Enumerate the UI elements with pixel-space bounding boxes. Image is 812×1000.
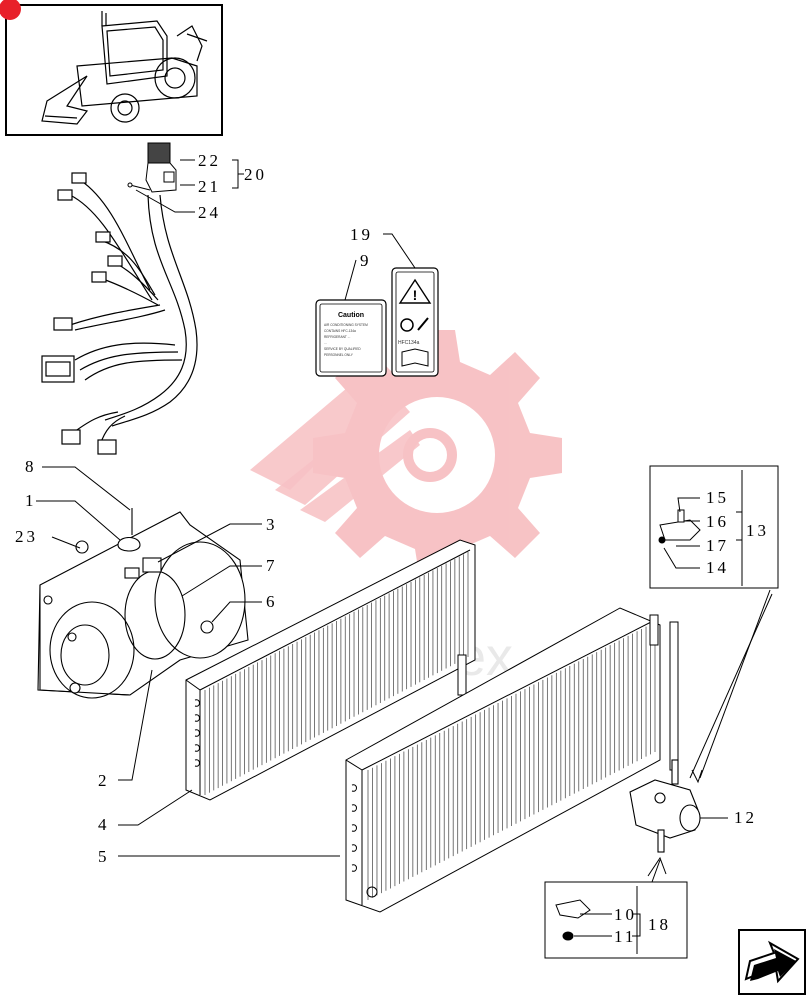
evaporator-core-5[interactable] bbox=[345, 607, 679, 913]
callout-21[interactable]: 21 bbox=[198, 177, 221, 196]
decal-caution-line: AIR CONDITIONING SYSTEM bbox=[324, 323, 368, 327]
relay-assembly[interactable] bbox=[127, 142, 177, 193]
decal-caution-line: SERVICE BY QUALIFIED bbox=[324, 347, 361, 351]
callout-12[interactable]: 12 bbox=[734, 808, 757, 827]
decal-warning-label: HFC134a bbox=[398, 340, 420, 346]
decal-caution-line: CONTAINS HFC-134a bbox=[324, 329, 356, 333]
blower-housing[interactable] bbox=[37, 508, 249, 699]
callout-3[interactable]: 3 bbox=[266, 515, 278, 534]
decal-caution-title: Caution bbox=[338, 312, 364, 319]
watermark-gear-logo bbox=[250, 330, 562, 580]
backhoe-loader-thumbnail bbox=[41, 11, 208, 125]
callout-14[interactable]: 14 bbox=[706, 558, 729, 577]
expansion-valve[interactable] bbox=[629, 759, 701, 853]
callout-22[interactable]: 22 bbox=[198, 151, 221, 170]
callout-8[interactable]: 8 bbox=[25, 457, 37, 476]
decal-warning[interactable]: ! HFC134a bbox=[391, 267, 439, 377]
evaporator-core-4[interactable] bbox=[185, 539, 476, 801]
callout-11[interactable]: 11 bbox=[614, 927, 636, 946]
callout-13[interactable]: 13 bbox=[746, 521, 769, 540]
corner-marker bbox=[0, 0, 21, 20]
callout-18[interactable]: 18 bbox=[648, 915, 671, 934]
callout-labels: 22 21 20 24 19 9 8 1 23 3 7 6 2 4 5 12 1… bbox=[15, 151, 769, 946]
detail-box-13 bbox=[649, 465, 779, 784]
leader-lines bbox=[36, 159, 743, 937]
manual-book-icon bbox=[401, 348, 429, 367]
callout-20[interactable]: 20 bbox=[244, 165, 267, 184]
callout-7[interactable]: 7 bbox=[266, 556, 278, 575]
callout-16[interactable]: 16 bbox=[706, 512, 729, 531]
next-page-button[interactable] bbox=[738, 929, 806, 995]
callout-10[interactable]: 10 bbox=[614, 905, 637, 924]
gear-icon bbox=[400, 318, 414, 332]
callout-15[interactable]: 15 bbox=[706, 488, 729, 507]
callout-4[interactable]: 4 bbox=[98, 815, 110, 834]
callout-9[interactable]: 9 bbox=[360, 251, 372, 270]
callout-2[interactable]: 2 bbox=[98, 771, 110, 790]
callout-5[interactable]: 5 bbox=[98, 847, 110, 866]
svg-text:!: ! bbox=[413, 287, 418, 303]
machine-thumbnail[interactable] bbox=[0, 0, 223, 136]
callout-17[interactable]: 17 bbox=[706, 536, 729, 555]
next-page-arrow-icon bbox=[744, 940, 800, 984]
wrench-icon bbox=[417, 317, 429, 331]
wiring-harness bbox=[41, 172, 198, 455]
callout-23[interactable]: 23 bbox=[15, 527, 38, 546]
decal-caution-line: REFRIGERANT ... bbox=[324, 335, 350, 339]
warning-triangle-icon bbox=[398, 278, 432, 304]
callout-6[interactable]: 6 bbox=[266, 592, 278, 611]
decal-caution-line: PERSONNEL ONLY bbox=[324, 353, 354, 357]
callout-1[interactable]: 1 bbox=[25, 491, 37, 510]
callout-24[interactable]: 24 bbox=[198, 203, 221, 222]
decal-caution[interactable]: Caution AIR CONDITIONING SYSTEM CONTAINS… bbox=[315, 299, 387, 377]
decal-caution-line: ... bbox=[324, 341, 327, 345]
callout-19[interactable]: 19 bbox=[350, 225, 373, 244]
